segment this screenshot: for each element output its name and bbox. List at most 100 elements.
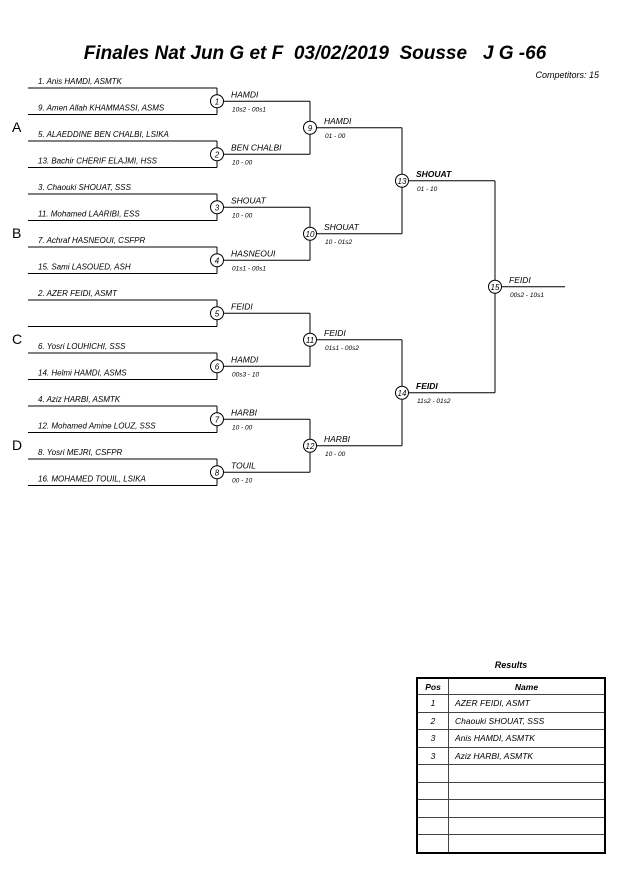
match-number: 15 [491, 283, 500, 292]
page-title: Finales Nat Jun G et F 03/02/2019 Sousse… [83, 43, 547, 64]
match-number-circle [210, 306, 224, 321]
match-score: 00 - 10 [232, 477, 253, 484]
pool-label-b: B [12, 225, 22, 241]
match-number-circle [210, 200, 224, 215]
result-pos: 1 [416, 694, 449, 713]
competitor-name: 5. ALAEDDINE BEN CHALBI, LSIKA [38, 130, 169, 139]
match-winner-name: FEIDI [416, 381, 438, 391]
match-number: 2 [214, 150, 220, 159]
competitor-name: 16. MOHAMED TOUIL, LSIKA [38, 475, 146, 484]
match-number: 5 [215, 309, 220, 318]
result-name: Chaouki SHOUAT, SSS [448, 711, 606, 730]
result-pos [416, 764, 449, 783]
match-winner-name: HAMDI [324, 116, 352, 126]
result-name [448, 834, 606, 853]
result-pos [416, 834, 449, 853]
match-score: 01 - 00 [325, 133, 346, 140]
match-score: 00s2 - 10s1 [510, 292, 544, 299]
match-score: 01s1 - 00s1 [232, 265, 266, 272]
match-winner-name: FEIDI [324, 328, 346, 338]
pool-label-a: A [12, 119, 22, 135]
results-row [416, 799, 606, 818]
competitor-name: 7. Achraf HASNEOUI, CSFPR [38, 236, 146, 245]
competitor-name: 2. AZER FEIDI, ASMT [37, 289, 118, 298]
match-number-circle [210, 412, 224, 427]
result-name [448, 816, 606, 835]
match-winner-name: FEIDI [231, 301, 253, 311]
result-name [448, 781, 606, 800]
match-winner-name: HARBI [324, 434, 351, 444]
match-number-circle [303, 120, 317, 135]
match-score: 10 - 00 [232, 212, 253, 219]
competitor-name: 12. Mohamed Amine LOUZ, SSS [38, 422, 156, 431]
match-winner-name: FEIDI [509, 275, 531, 285]
match-score: 01s1 - 00s2 [325, 345, 359, 352]
competitors-count: Competitors: 15 [535, 70, 599, 80]
match-number: 6 [215, 362, 220, 371]
match-winner-name: BEN CHALBI [231, 142, 282, 152]
match-number-circle [395, 173, 409, 188]
result-pos [416, 816, 449, 835]
results-row [416, 781, 606, 800]
result-name: Aziz HARBI, ASMTK [448, 746, 606, 765]
match-winner-name: TOUIL [231, 460, 256, 470]
competitor-name: 11. Mohamed LAARIBI, ESS [38, 210, 140, 219]
result-name: AZER FEIDI, ASMT [448, 694, 606, 713]
competitor-name: 6. Yosri LOUHICHI, SSS [38, 342, 126, 351]
match-score: 11s2 - 01s2 [417, 398, 451, 405]
results-header-name: Name [448, 677, 606, 695]
match-number-circle [488, 279, 502, 294]
match-number-circle [303, 438, 317, 453]
match-number: 14 [398, 389, 407, 398]
match-number: 9 [308, 124, 313, 133]
pool-label-c: C [12, 331, 23, 347]
match-number: 7 [215, 415, 220, 424]
match-number: 11 [306, 336, 314, 345]
match-number-circle [210, 94, 224, 109]
match-score: 00s3 - 10 [232, 371, 259, 378]
competitor-name: 8. Yosri MEJRI, CSFPR [38, 448, 123, 457]
match-score: 10 - 00 [232, 159, 253, 166]
match-number: 3 [215, 203, 220, 212]
match-number: 1 [215, 97, 219, 106]
results-header-row: Pos Name [416, 677, 606, 695]
result-pos [416, 781, 449, 800]
match-winner-name: SHOUAT [324, 222, 360, 232]
result-pos: 3 [416, 729, 449, 748]
results-row [416, 816, 606, 835]
results-row [416, 834, 606, 853]
match-score: 01 - 10 [417, 186, 438, 193]
result-name [448, 764, 606, 783]
match-winner-name: HASNEOUI [231, 248, 276, 258]
result-name: Anis HAMDI, ASMTK [448, 729, 606, 748]
match-number: 4 [215, 256, 220, 265]
match-number-circle [303, 226, 317, 241]
competitor-name: 15. Sami LASOUED, ASH [38, 263, 131, 272]
match-score: 10s2 - 00s1 [232, 106, 266, 113]
competitor-name: 1. Anis HAMDI, ASMTK [38, 77, 123, 86]
match-number: 10 [306, 230, 315, 239]
competitor-name: 13. Bachir CHERIF ELAJMI, HSS [38, 157, 158, 166]
match-score: 10 - 00 [232, 424, 253, 431]
match-number-circle [210, 465, 224, 480]
match-score: 10 - 00 [325, 451, 346, 458]
match-number-circle [210, 359, 224, 374]
pool-label-d: D [12, 437, 23, 453]
match-winner-name: SHOUAT [231, 195, 267, 205]
match-number-circle [210, 147, 224, 162]
match-winner-name: SHOUAT [416, 169, 452, 179]
match-number: 13 [398, 177, 407, 186]
result-pos [416, 799, 449, 818]
match-winner-name: HAMDI [231, 354, 259, 364]
result-pos: 3 [416, 746, 449, 765]
match-number-circle [303, 332, 317, 347]
competitor-name: 14. Helmi HAMDI, ASMS [38, 369, 127, 378]
result-pos: 2 [416, 711, 449, 730]
competitor-name: 9. Amen Allah KHAMMASSI, ASMS [38, 104, 165, 113]
results-title: Results [494, 660, 528, 670]
competitor-name: 4. Aziz HARBI, ASMTK [38, 395, 121, 404]
results-header-pos: Pos [416, 677, 449, 695]
